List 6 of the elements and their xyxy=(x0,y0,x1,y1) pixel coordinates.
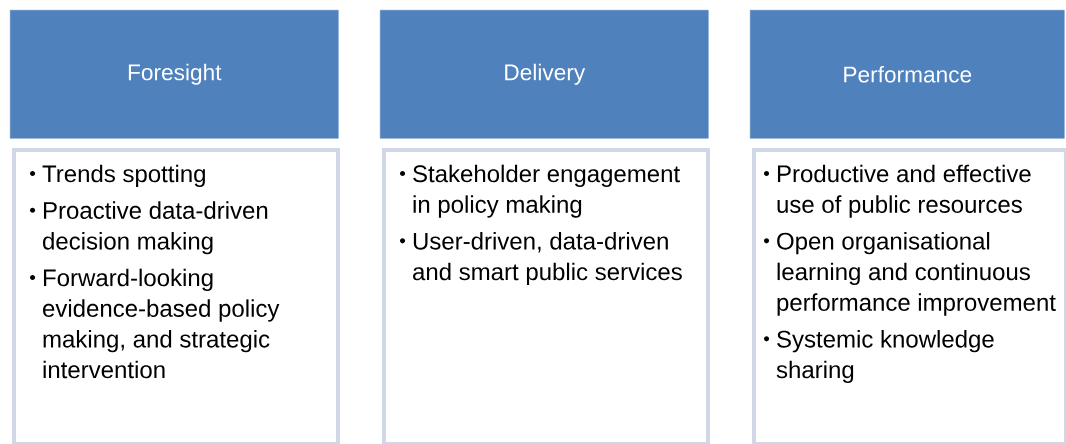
content-box: Stakeholder engagement in policy making User-driven, data-driven and smart public services xyxy=(382,148,710,444)
header-box: Delivery xyxy=(380,10,709,139)
content-box: Productive and effective use of public resources Open organisational learning and continuous performance improvement Systemic knowledge sharing xyxy=(752,148,1066,444)
header-box: Performance xyxy=(750,10,1065,139)
content-box: Trends spotting Proactive data-driven decision making Forward-looking evidence-based policy making, and strategic intervention xyxy=(12,148,340,444)
header-box: Foresight xyxy=(10,10,339,139)
